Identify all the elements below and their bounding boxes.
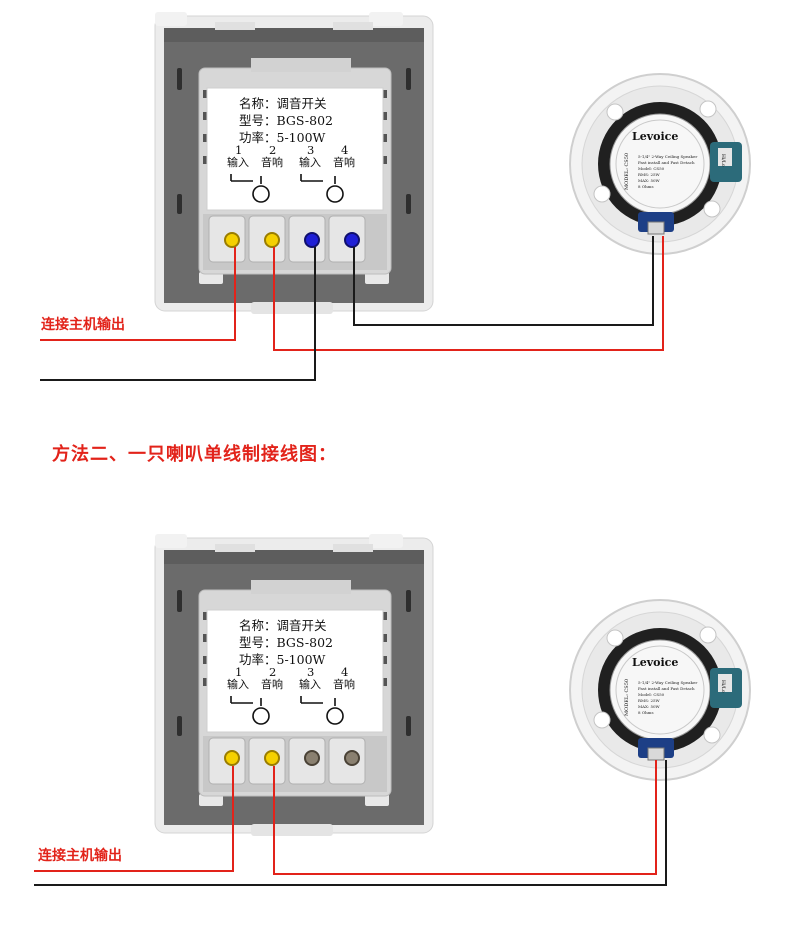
terminal-4-blue [344,232,360,248]
terminal-3-unused [304,750,320,766]
terminal-4-text: 音响 [333,155,355,169]
terminal-1-number: 1 [235,143,242,157]
wiring-diagram-2: 名称：调音开关 型号：BGS-802 功率：5-100W 1 输入 2 音响 3… [34,533,751,886]
terminal-3-text: 输入 [299,677,321,691]
wire-host-red-1 [40,247,236,341]
wire-red-to-speaker-1 [273,236,664,351]
speaker-tag: Hi/Lo [720,154,726,167]
terminal-4-number: 4 [341,143,348,157]
method-two-heading: 方法二、一只喇叭单线制接线图： [52,444,337,465]
host-output-label-2: 连接主机输出 [38,848,122,864]
terminal-1-text: 输入 [227,677,249,691]
speaker-spec-4: RMS: 25W [638,172,661,177]
terminal-3-number: 3 [307,665,314,679]
wiring-diagram-1: 名称：调音开关 型号：BGS-802 功率：5-100W 1 输入 2 音响 3… [40,11,751,381]
speaker-spec-6: 8 Ohms [638,710,654,715]
wire-red-to-speaker-2 [273,760,657,875]
label-name: 名称：调音开关 [239,618,327,633]
speaker-brand: Levoice [632,656,678,669]
terminal-3-text: 输入 [299,155,321,169]
speaker-model: MODEL: CS50 [624,679,630,716]
terminal-2-number: 2 [269,143,276,157]
speaker-spec-4: RMS: 25W [638,698,661,703]
speaker-spec-5: MAX: 50W [638,704,661,709]
terminal-1-number: 1 [235,665,242,679]
wire-host-black-1 [40,247,316,381]
wire-black-to-speaker-1 [353,236,654,326]
ceiling-speaker-2: Levoice 5-1/4" 2-Way Ceiling Speaker Fas… [569,599,751,781]
terminal-4-unused [344,750,360,766]
speaker-spec-3: Model: CS50 [638,692,665,697]
wire-host-red-2 [34,766,234,872]
speaker-spec-3: Model: CS50 [638,166,665,171]
speaker-model: MODEL: CS50 [624,153,630,190]
wire-black-to-speaker-2 [34,760,667,886]
terminal-3-number: 3 [307,143,314,157]
terminal-1-text: 输入 [227,155,249,169]
speaker-tag: Hi/Lo [720,680,726,693]
terminal-2-yellow [264,232,280,248]
terminal-4-text: 音响 [333,677,355,691]
speaker-spec-2: Fast install and Fast Detach [638,160,695,165]
speaker-brand: Levoice [632,130,678,143]
speaker-spec-6: 8 Ohms [638,184,654,189]
speaker-spec-1: 5-1/4" 2-Way Ceiling Speaker [638,680,697,685]
terminal-4-number: 4 [341,665,348,679]
terminal-3-blue [304,232,320,248]
host-output-label-1: 连接主机输出 [41,317,125,333]
volume-switch-1: 名称：调音开关 型号：BGS-802 功率：5-100W 1 输入 2 音响 3… [154,11,434,315]
label-power: 功率：5-100W [239,652,326,667]
terminal-2-number: 2 [269,665,276,679]
label-power: 功率：5-100W [239,130,326,145]
terminal-1-yellow [224,232,240,248]
terminal-2-yellow [264,750,280,766]
terminal-2-text: 音响 [261,677,283,691]
label-model: 型号：BGS-802 [239,635,333,650]
volume-switch-2: 名称：调音开关 型号：BGS-802 功率：5-100W 1 输入 2 音响 3… [154,533,434,837]
speaker-spec-5: MAX: 50W [638,178,661,183]
speaker-spec-2: Fast install and Fast Detach [638,686,695,691]
terminal-1-yellow [224,750,240,766]
ceiling-speaker-1: Levoice 5-1/4" 2-Way Ceiling Speaker Fas… [569,73,751,255]
label-name: 名称：调音开关 [239,96,327,111]
speaker-spec-1: 5-1/4" 2-Way Ceiling Speaker [638,154,697,159]
terminal-2-text: 音响 [261,155,283,169]
label-model: 型号：BGS-802 [239,113,333,128]
